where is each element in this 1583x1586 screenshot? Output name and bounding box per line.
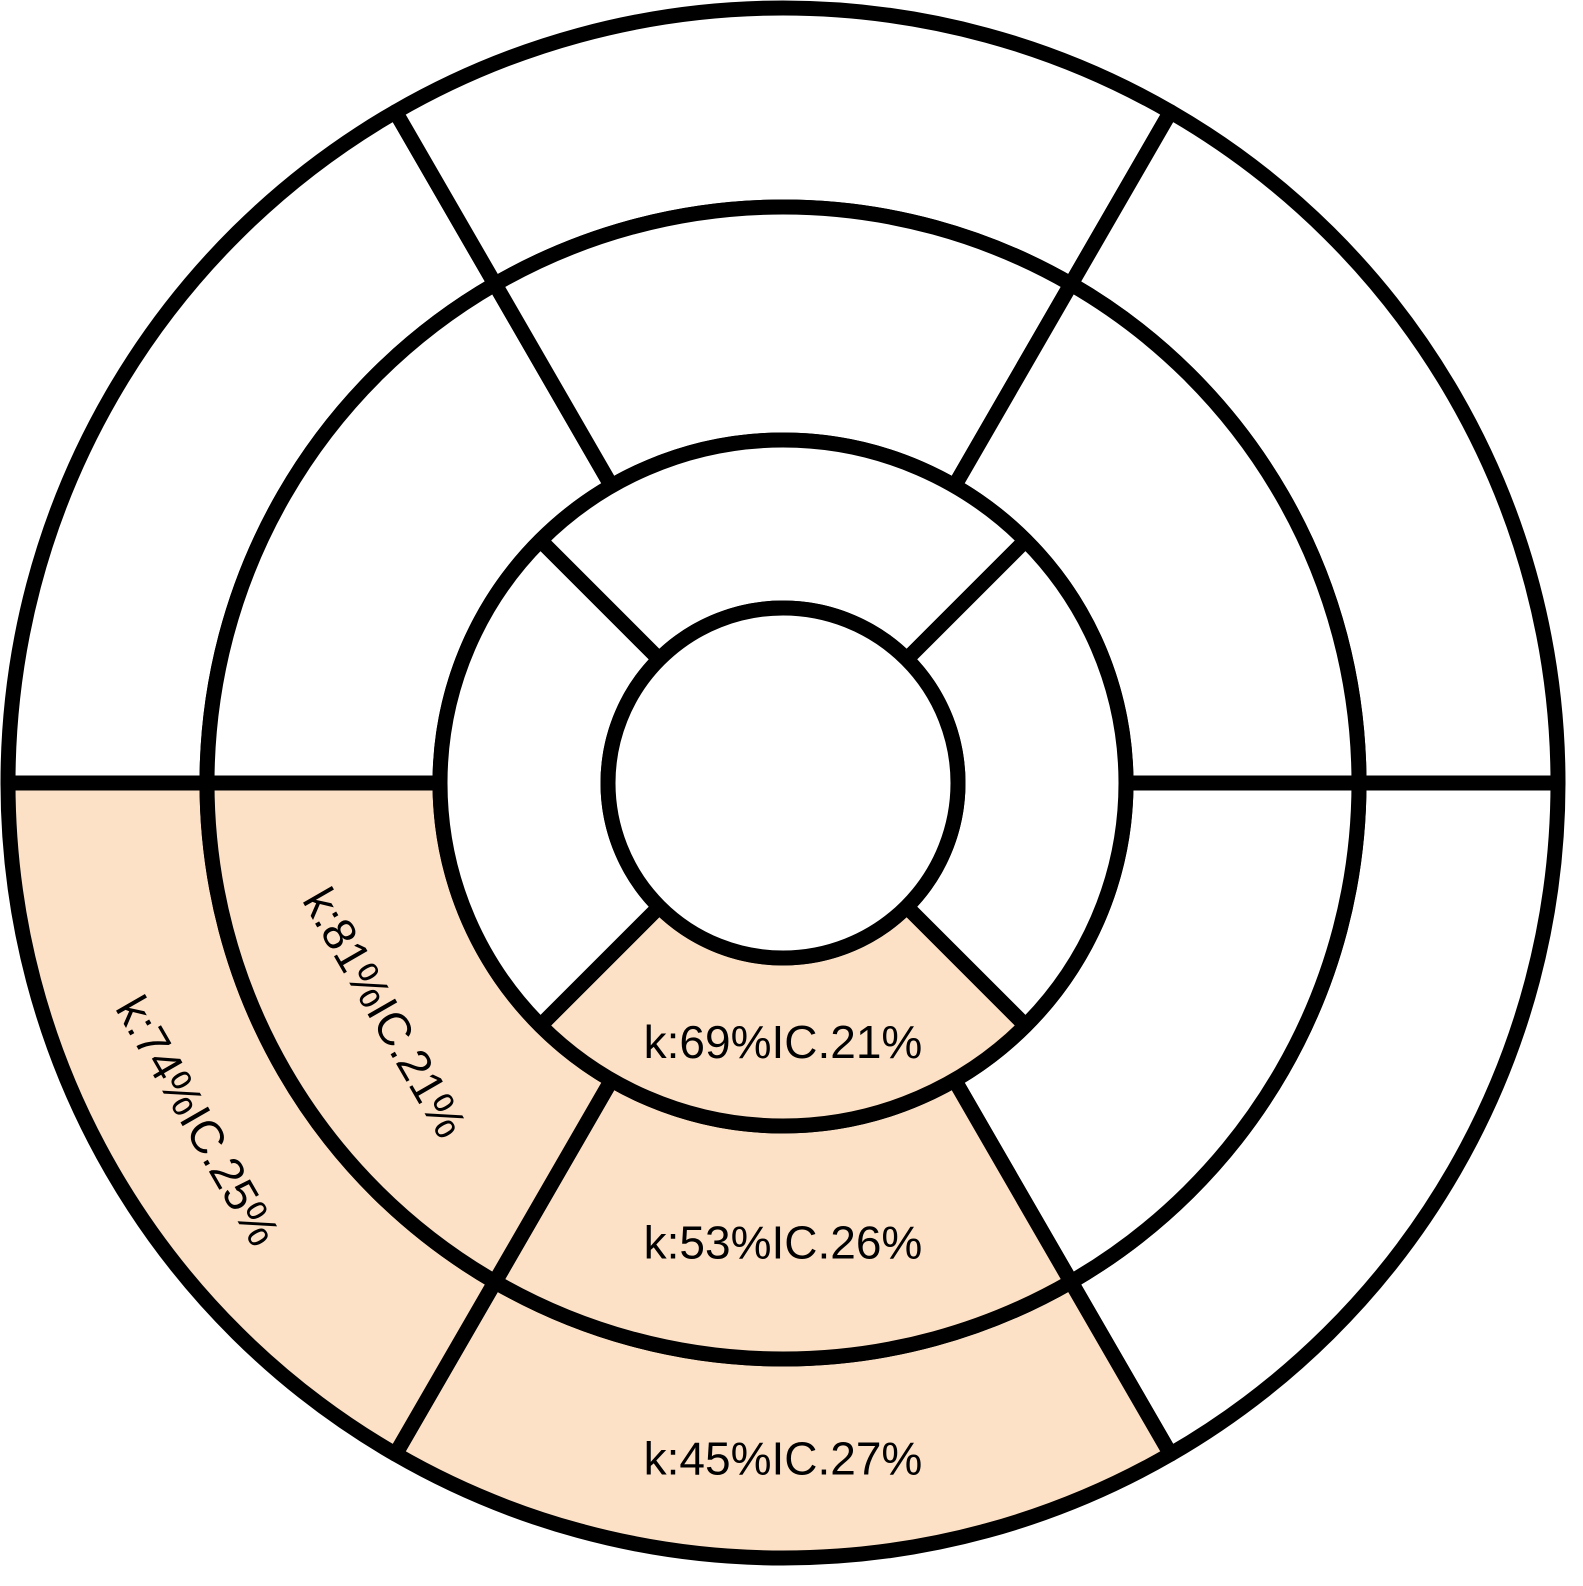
- segment-apex-1: [600, 600, 966, 966]
- segment-label-basal-2: k:45%IC.27%: [644, 1433, 923, 1485]
- segment-label-apical-1: k:69%IC.21%: [644, 1016, 923, 1068]
- segment-label-mid-2: k:53%IC.26%: [644, 1217, 923, 1269]
